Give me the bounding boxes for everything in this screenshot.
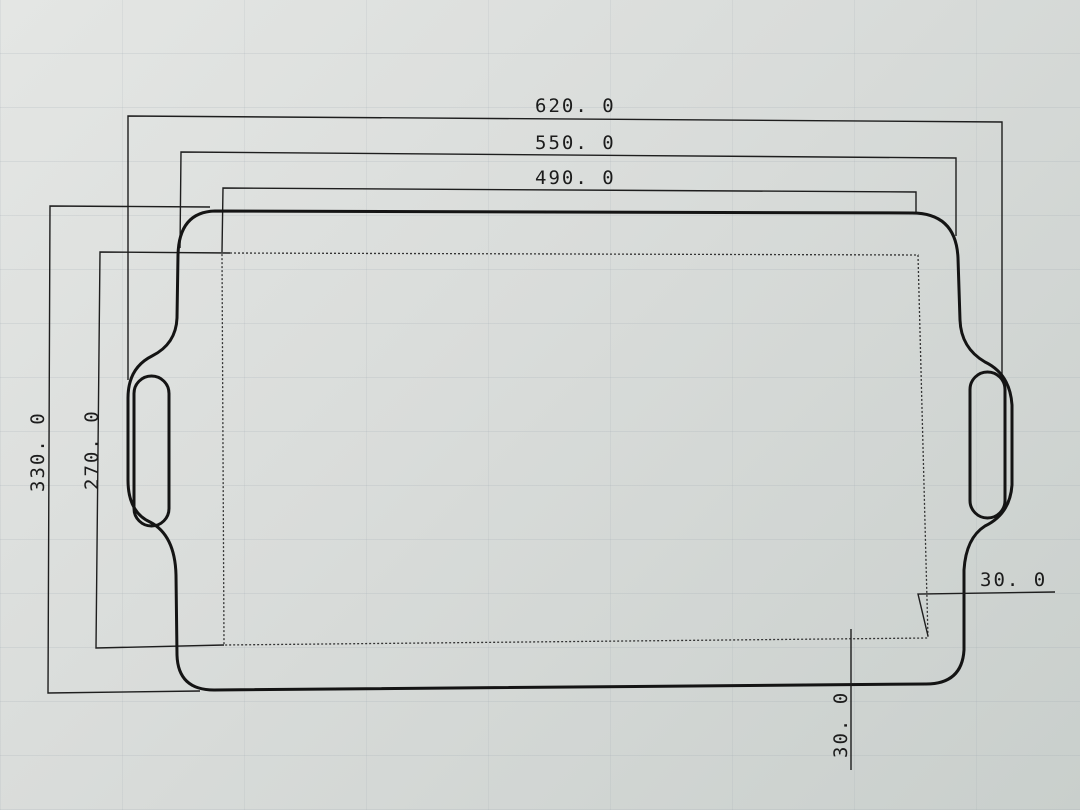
dimension-label-bottom-30: 30. 0 [830,691,852,758]
dimension-width-inner: 490. 0 [221,167,917,253]
inner-usable-area [221,252,929,646]
left-handle-slot [132,374,171,528]
dimension-line-side-30 [917,591,1056,637]
dimension-line-330 [47,205,211,694]
dimension-label-550: 550. 0 [535,132,616,154]
dimension-label-620: 620. 0 [535,95,616,117]
dimension-height-inner: 270. 0 [81,251,231,649]
dimension-label-270: 270. 0 [81,409,103,490]
dimension-margin-bottom: 30. 0 [830,629,852,770]
dimension-label-490: 490. 0 [535,167,616,189]
dimension-margin-side: 30. 0 [917,569,1056,637]
dimension-line-620 [127,115,1003,380]
tray-outline [126,209,1014,692]
dimension-line-550 [179,151,957,249]
dimension-width-outer: 620. 0 [127,95,1003,380]
dimension-label-side-30: 30. 0 [980,569,1047,591]
dimension-line-490 [221,187,917,253]
dimension-line-270 [95,251,231,649]
dimension-label-330: 330. 0 [27,411,49,492]
right-handle-slot [968,370,1007,520]
dimension-width-middle: 550. 0 [179,132,957,249]
dimension-height-outer: 330. 0 [27,205,211,694]
